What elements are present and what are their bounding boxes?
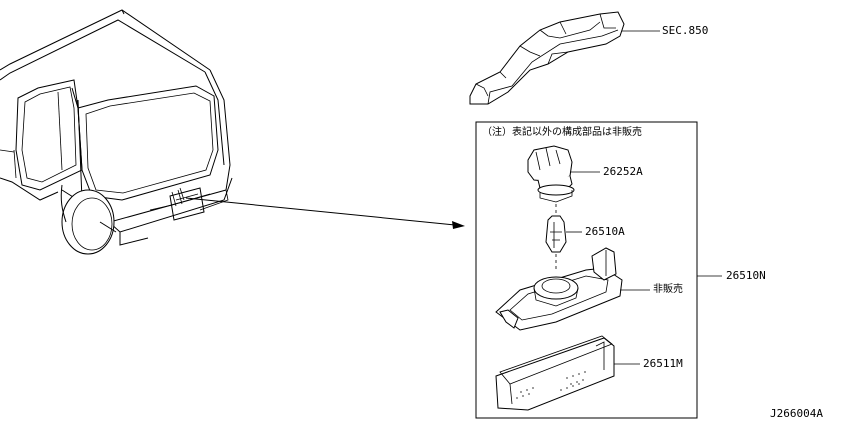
note-not-sold: （注）表記以外の構成部品は非販売 — [482, 127, 642, 138]
label-not-sold: 非販売 — [653, 284, 683, 295]
lamp-housing — [495, 247, 650, 331]
label-26510a: 26510A — [585, 225, 625, 238]
vehicle-rear-illustration — [0, 9, 233, 255]
sec-850-part — [469, 11, 660, 105]
label-26510n: 26510N — [726, 269, 766, 282]
label-26252a: 26252A — [603, 165, 643, 178]
lens-26511m — [495, 335, 640, 411]
detail-box-frame — [475, 121, 698, 419]
label-26511m: 26511M — [643, 357, 683, 370]
diagram-id: J266004A — [770, 407, 823, 420]
label-sec-850: SEC.850 — [662, 24, 709, 37]
bulb-26510a — [545, 215, 582, 270]
socket-26252a — [527, 145, 600, 216]
pointer-arrow — [185, 197, 465, 229]
